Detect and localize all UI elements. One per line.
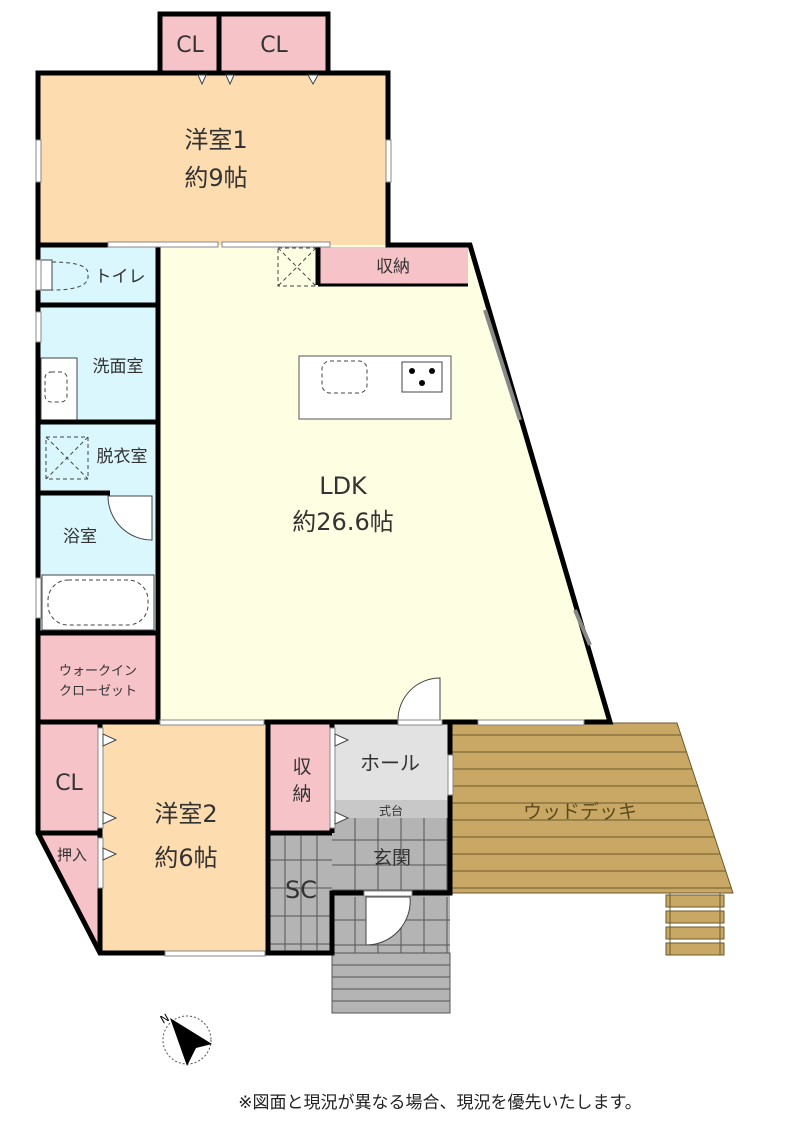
- label-oshiire: 押入: [57, 846, 87, 864]
- door-swing-entrance: [365, 896, 411, 946]
- shikidai: [332, 800, 450, 818]
- label-washroom: 洗面室: [93, 357, 144, 377]
- bedroom2: [100, 723, 268, 953]
- fixtures: [37, 247, 452, 946]
- bathtub-icon: [41, 574, 155, 631]
- washbasin-icon: [40, 357, 78, 421]
- label-toilet: トイレ: [95, 267, 146, 287]
- label-bedroom2-size: 約6帖: [154, 844, 217, 872]
- entry-steps: [331, 952, 451, 1014]
- toilet: [38, 245, 158, 305]
- disclaimer-note: ※図面と現況が異なる場合、現況を優先いたします。: [238, 1093, 642, 1113]
- label-walkin-1: ウォークイン: [59, 664, 137, 679]
- north-compass-icon: N: [158, 1011, 212, 1066]
- closet-top-2: [220, 14, 328, 73]
- label-bathroom: 浴室: [63, 527, 97, 547]
- bedroom1: [38, 73, 388, 245]
- dressing-room: [38, 422, 158, 493]
- walkin-closet: [38, 633, 158, 723]
- door-swing-bath: [107, 495, 153, 541]
- hall: [332, 723, 450, 800]
- label-bedroom1-size: 約9帖: [184, 164, 247, 192]
- room-labels: CL CL 洋室1 約9帖 トイレ 洗面室 脱衣室 浴室 ウォークイン クローゼ…: [55, 33, 637, 904]
- windows: [35, 74, 592, 957]
- label-genkan: 玄関: [373, 847, 411, 869]
- label-walkin-2: クローゼット: [59, 684, 137, 699]
- deck-steps: [665, 893, 725, 956]
- shoe-closet: [268, 833, 332, 953]
- label-bedroom1: 洋室1: [184, 126, 247, 154]
- label-ldk-size: 約26.6帖: [292, 508, 393, 536]
- washer-space-icon: [45, 436, 89, 480]
- ldk: [158, 245, 610, 722]
- genkan: [332, 818, 450, 893]
- label-storage-top: 収納: [376, 257, 410, 277]
- label-dressing: 脱衣室: [97, 447, 148, 467]
- label-cl-top-1: CL: [176, 33, 204, 58]
- label-bedroom2: 洋室2: [154, 800, 217, 828]
- label-shoe-closet: SC: [285, 876, 317, 904]
- label-shikidai: 式台: [379, 803, 403, 818]
- compass-north-label: N: [158, 1011, 172, 1026]
- label-cl-top-2: CL: [260, 33, 288, 58]
- door-swing-ldk: [397, 677, 441, 721]
- label-ldk: LDK: [319, 472, 368, 500]
- label-cl-left: CL: [55, 771, 83, 796]
- storage-top: [318, 247, 468, 285]
- sink-icon: [321, 360, 368, 394]
- storage2: [268, 723, 332, 833]
- stove-icon: [401, 361, 443, 393]
- label-hall: ホール: [360, 751, 420, 775]
- label-storage2-2: 納: [292, 783, 311, 805]
- label-wood-deck: ウッドデッキ: [523, 801, 637, 823]
- closet-left: [38, 723, 100, 833]
- label-storage2-1: 収: [292, 756, 311, 778]
- closet-top-1: [160, 14, 218, 73]
